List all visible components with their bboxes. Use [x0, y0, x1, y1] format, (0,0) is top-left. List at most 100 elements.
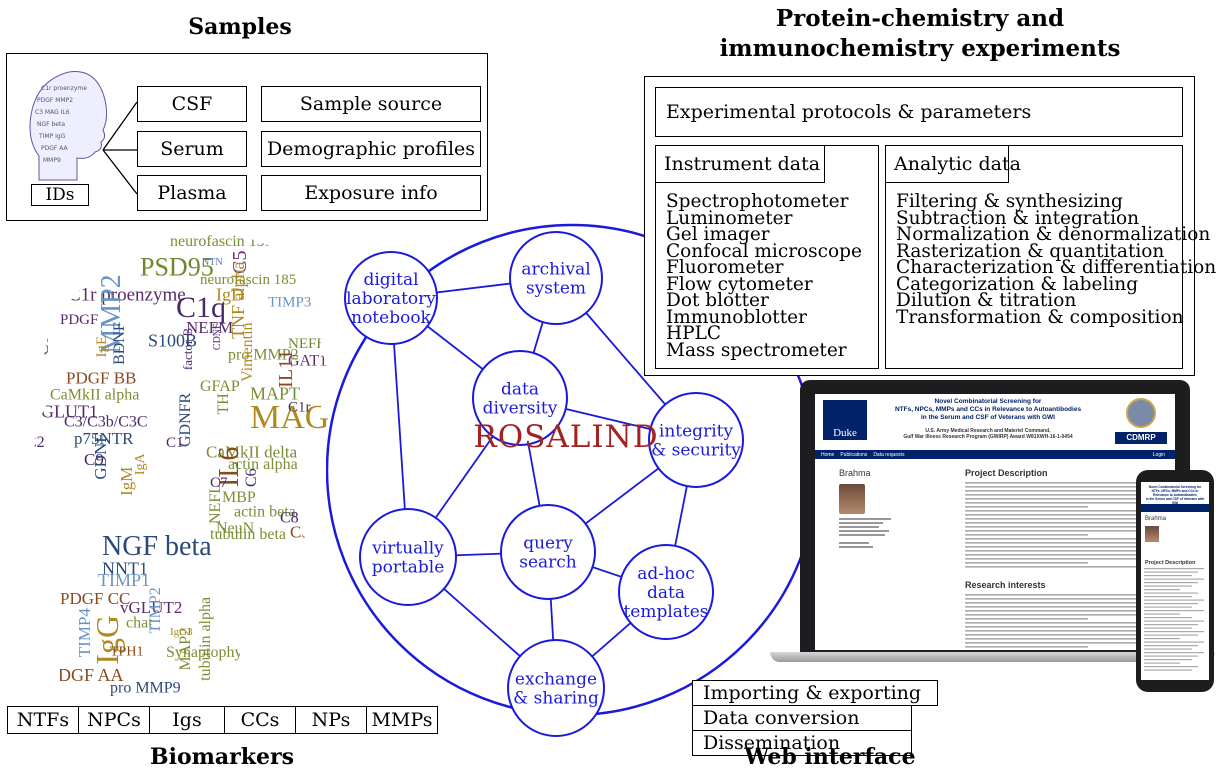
text-line	[965, 494, 1170, 496]
biomarker-word: CT1	[35, 327, 52, 355]
biomarker-word: C3/C3b/C3C	[64, 413, 148, 430]
data-conversion: Data conversion	[692, 705, 912, 731]
text-line	[965, 602, 1158, 604]
instrument-data-title: Instrument data	[655, 145, 825, 183]
biomarker-word: GDNFR	[177, 392, 194, 447]
text-line	[965, 518, 1170, 520]
biomarker-word: C1	[166, 435, 184, 451]
text-line	[965, 642, 1170, 644]
laptop-mockup: Duke Novel Combinatorial Screening for N…	[770, 380, 1215, 680]
text-line	[965, 498, 1164, 500]
biomarker-word: vGLUT2	[120, 598, 182, 617]
laptop-page-title-1: Novel Combinatorial Screening for	[934, 398, 1042, 405]
category-igs: Igs	[149, 706, 225, 734]
text-line	[1144, 655, 1198, 657]
text-line	[965, 606, 1170, 608]
nav-data-requests[interactable]: Data requests	[873, 451, 905, 458]
biomarker-word: p75NTR	[74, 429, 134, 448]
nav-home[interactable]: Home	[821, 451, 835, 458]
analytic-item: Categorization & labeling	[896, 273, 1139, 295]
text-line	[965, 626, 1158, 628]
biomarker-word: vGLUT1	[32, 401, 98, 421]
phone-text	[1144, 568, 1204, 671]
node-label: laboratory	[346, 289, 436, 309]
text-line	[1144, 648, 1192, 650]
text-line	[965, 506, 1088, 508]
biomarker-word: IL6	[214, 447, 245, 487]
text-line	[1144, 610, 1204, 612]
protein-title-line2: immunochemistry experiments	[719, 35, 1121, 62]
svg-text:C3 MAG IL6: C3 MAG IL6	[35, 109, 70, 116]
biomarker-word: NEFH	[288, 336, 327, 352]
text-line	[965, 554, 1170, 556]
biomarker-word: NTN	[202, 257, 223, 268]
laptop-section-research: Research interests	[965, 580, 1046, 590]
biomarker-word: pro MMP9	[110, 680, 181, 697]
phone-title-1: Novel Combinatorial Screening for	[1148, 485, 1202, 489]
instrument-item: HPLC	[666, 323, 722, 344]
biomarker-word: C7	[210, 475, 228, 491]
text-line	[1144, 606, 1192, 608]
text-line	[1144, 613, 1180, 615]
nav-publications[interactable]: Publications	[840, 451, 868, 458]
text-line	[965, 630, 1170, 632]
text-line	[965, 634, 1164, 636]
biomarker-word: TIMP3	[268, 294, 311, 310]
text-line	[1144, 666, 1198, 668]
text-line	[965, 638, 1158, 640]
biomarker-word: C6	[243, 468, 260, 487]
biomarker-word: C2	[26, 434, 45, 451]
demographic-profiles: Demographic profiles	[261, 131, 481, 167]
biomarker-word: actin beta	[234, 504, 296, 521]
laptop-base	[770, 652, 1215, 662]
node-label: system	[526, 279, 586, 299]
biomarker-word: Synaptophysin	[166, 644, 261, 661]
biomarker-word: PDGF CC	[60, 589, 130, 608]
rosalind-network: digitallaboratorynotebookarchivalsystemd…	[326, 223, 806, 737]
sample-type-plasma: Plasma	[137, 175, 247, 211]
laptop-page-title-3: in the Serum and CSF of Veterans with GW…	[921, 414, 1055, 421]
text-line	[1144, 638, 1180, 640]
laptop-funding-2: Gulf War Illness Research Program (GWIRP…	[903, 434, 1073, 440]
biomarker-word: MAG	[250, 399, 329, 436]
svg-text:TIMP IgG: TIMP IgG	[38, 133, 66, 140]
biomarker-word: S100B	[148, 330, 197, 350]
category-ntfs: NTFs	[7, 706, 79, 734]
text-line	[1144, 571, 1198, 573]
biomarker-word: actin alpha	[228, 456, 298, 473]
phone-title-2: NTFs, NPCs, MMPs and CCs in Relevance to…	[1151, 489, 1199, 497]
laptop-pi-details	[839, 518, 891, 548]
dissemination: Dissemination	[692, 730, 912, 756]
biomarker-word: NNT1	[102, 558, 148, 578]
biomarker-word: pro MMP2	[228, 347, 299, 364]
node-label: & sharing	[513, 689, 599, 709]
svg-text:C1r proenzyme: C1r proenzyme	[41, 85, 87, 92]
biomarker-word: tubulin beta	[210, 526, 286, 543]
biomarker-word: C3	[65, 246, 84, 263]
biomarker-word: IgD	[216, 285, 244, 305]
analytic-item: Subtraction & integration	[896, 207, 1140, 229]
svg-text:PDGF AA: PDGF AA	[41, 145, 69, 152]
text-line	[1144, 568, 1204, 570]
node-label: query	[523, 534, 573, 554]
text-line	[1144, 669, 1192, 671]
biomarker-word: MBP	[222, 489, 256, 506]
biomarker-word: GDNF	[91, 433, 110, 479]
text-line	[965, 598, 1164, 600]
text-line	[1144, 582, 1198, 584]
category-ccs: CCs	[224, 706, 296, 734]
biomarker-word: factor B	[180, 328, 195, 371]
instrument-item: Mass spectrometer	[666, 339, 847, 361]
biomarker-word: NEFL	[207, 484, 224, 524]
text-line	[965, 594, 1170, 596]
text-line	[965, 502, 1158, 504]
analytic-item: Characterization & differentiation	[896, 257, 1217, 278]
nav-login[interactable]: Login	[1152, 451, 1165, 458]
laptop-page-title-2: NTFs, NPCs, MMPs and CCs in Relevance to…	[894, 406, 1082, 413]
text-line	[965, 646, 1088, 648]
importing-exporting: Importing & exporting	[692, 680, 938, 706]
